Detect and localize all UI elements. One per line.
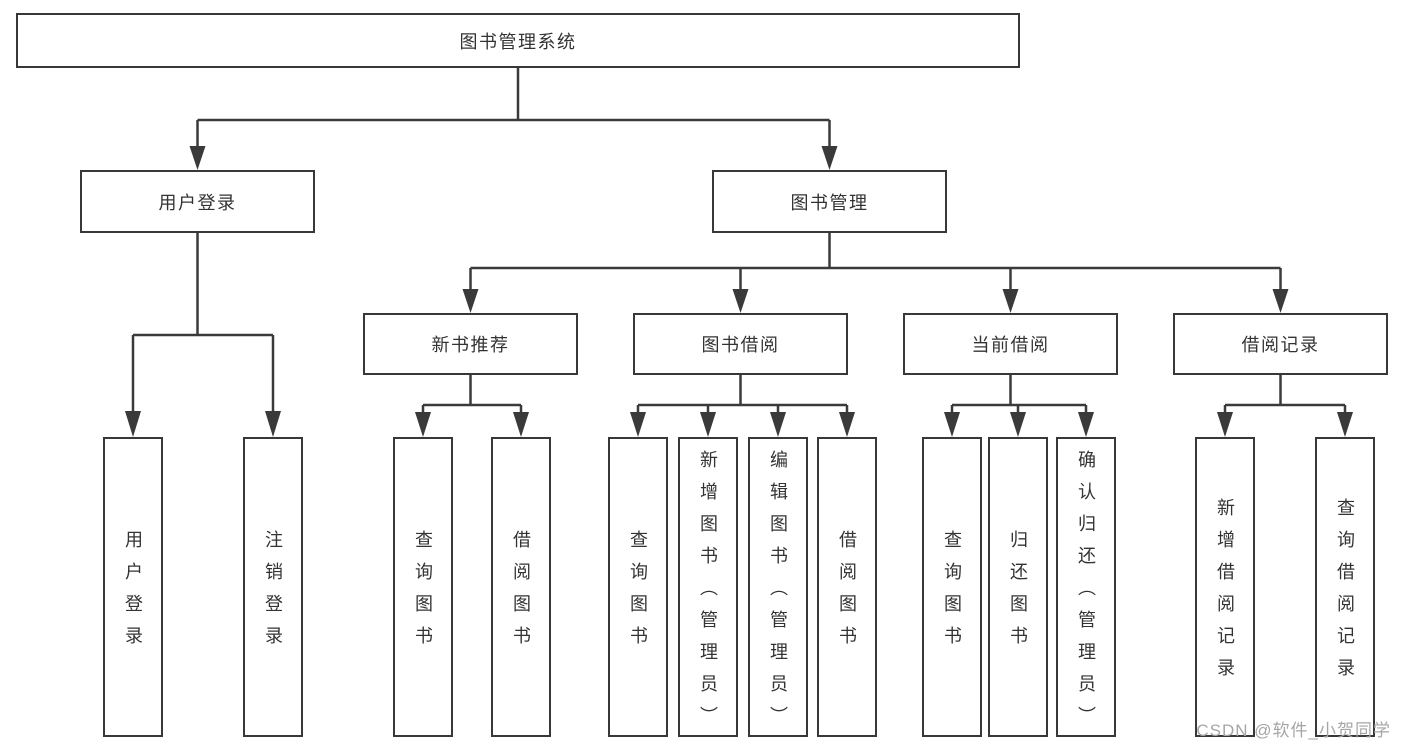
leaf-label: 注销登录 — [263, 530, 283, 658]
node-book-management: 图书管理 — [712, 170, 947, 233]
node-label: 图书管理 — [790, 192, 869, 213]
leaf-label: 查询图书 — [413, 530, 433, 658]
node-user-login: 用户登录 — [80, 170, 315, 233]
node-book-borrow: 图书借阅 — [633, 313, 848, 375]
leaf-label: 借阅图书 — [511, 530, 531, 658]
leaf-label: 归还图书 — [1008, 530, 1028, 658]
node-label: 借阅记录 — [1241, 335, 1320, 355]
leaf-label: 新增图书（管理员） — [698, 450, 718, 738]
leaf-label: 查询图书 — [942, 530, 962, 658]
node-new-book-recommend: 新书推荐 — [363, 313, 578, 375]
leaf-query-books-borrow: 查询图书 — [608, 437, 668, 737]
leaf-return-books: 归还图书 — [988, 437, 1048, 737]
leaf-label: 借阅图书 — [837, 530, 857, 658]
leaf-borrow-books-recommend: 借阅图书 — [491, 437, 551, 737]
leaf-user-login: 用户登录 — [103, 437, 163, 737]
leaf-query-books-recommend: 查询图书 — [393, 437, 453, 737]
node-current-borrow: 当前借阅 — [903, 313, 1118, 375]
leaf-label: 查询借阅记录 — [1335, 498, 1355, 690]
watermark: CSDN @软件_小贺同学 — [1196, 721, 1391, 740]
node-root-label: 图书管理系统 — [459, 31, 577, 52]
leaf-borrow-books: 借阅图书 — [817, 437, 877, 737]
node-root: 图书管理系统 — [16, 13, 1020, 68]
leaf-edit-book-admin: 编辑图书（管理员） — [748, 437, 808, 738]
leaf-label: 编辑图书（管理员） — [768, 450, 788, 738]
leaf-label: 查询图书 — [628, 530, 648, 658]
leaf-label: 新增借阅记录 — [1215, 498, 1235, 690]
node-label: 用户登录 — [158, 192, 237, 213]
leaf-add-book-admin: 新增图书（管理员） — [678, 437, 738, 738]
node-borrow-records: 借阅记录 — [1173, 313, 1388, 375]
leaf-add-borrow-record: 新增借阅记录 — [1195, 437, 1255, 737]
node-label: 新书推荐 — [431, 335, 510, 355]
leaf-confirm-return-admin: 确认归还（管理员） — [1056, 437, 1116, 738]
leaf-label: 用户登录 — [123, 530, 143, 658]
node-label: 当前借阅 — [971, 335, 1050, 355]
leaf-logout: 注销登录 — [243, 437, 303, 737]
leaf-query-borrow-record: 查询借阅记录 — [1315, 437, 1375, 737]
leaf-label: 确认归还（管理员） — [1076, 450, 1096, 738]
node-label: 图书借阅 — [701, 335, 780, 355]
arrowheads — [125, 146, 1353, 437]
leaf-query-books-current: 查询图书 — [922, 437, 982, 737]
